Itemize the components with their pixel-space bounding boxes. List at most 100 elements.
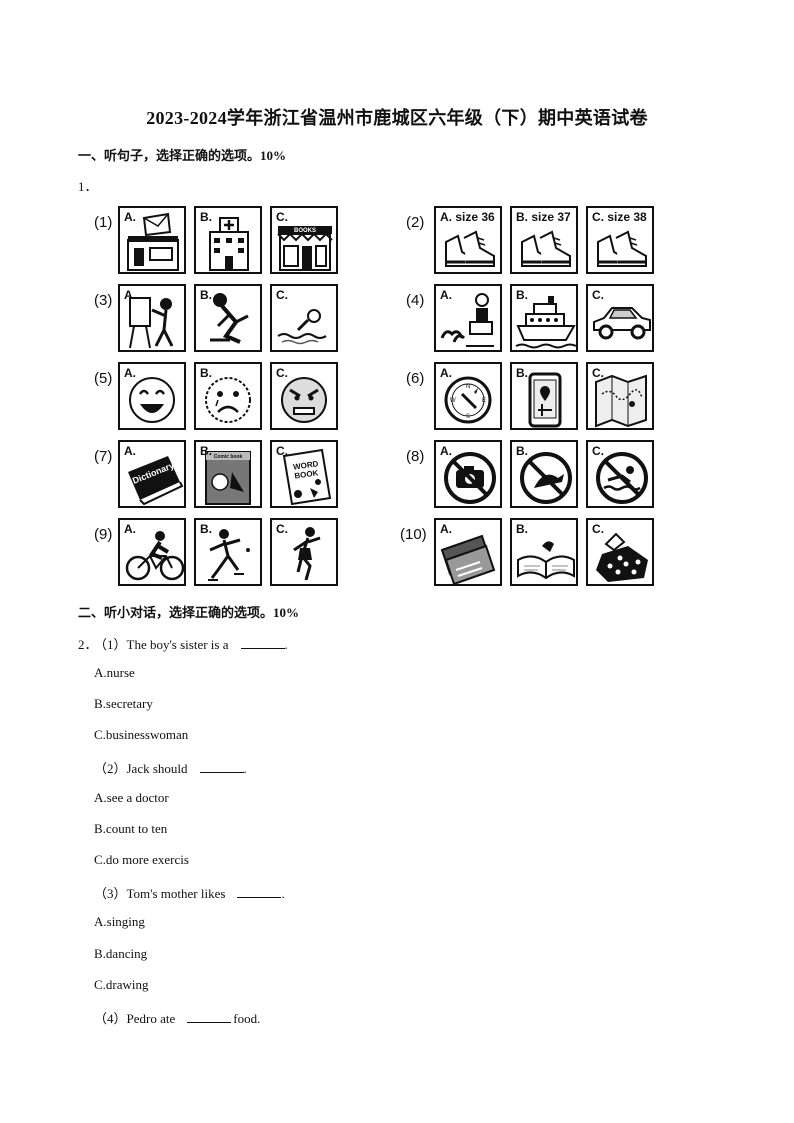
picture-option-b[interactable]: B. — [194, 518, 262, 586]
picture-option-a[interactable]: A. — [434, 284, 502, 352]
option-letter: A. — [124, 288, 136, 302]
picture-option-b[interactable]: B. — [510, 284, 578, 352]
option-letter: B. size 37 — [516, 210, 571, 224]
picture-row-label: (7) — [94, 448, 113, 465]
picture-option-a[interactable]: A. — [118, 284, 186, 352]
dictionary-icon: Dictionary — [128, 456, 184, 506]
svg-text:BOOK: BOOK — [294, 468, 319, 480]
picture-option-b[interactable]: B. — [510, 518, 578, 586]
option-letter: B. — [516, 288, 528, 302]
hospital-icon — [209, 217, 249, 271]
picture-option-b[interactable]: B. — [510, 362, 578, 430]
picture-option-b[interactable]: B. size 37 — [510, 206, 578, 274]
option-letter: B. — [200, 366, 212, 380]
paper-map-icon — [595, 374, 647, 428]
picture-row-label: (10) — [400, 526, 427, 543]
option-letter: C. — [276, 366, 288, 380]
choice-b: B.dancing — [94, 946, 148, 961]
comic-book-icon: Comic book — [205, 451, 251, 505]
picture-option-b[interactable]: B. — [194, 362, 262, 430]
svg-text:N: N — [466, 384, 470, 390]
sneakers-icon — [597, 230, 647, 267]
option-letter: A. — [440, 366, 452, 380]
option-letter: A. — [124, 444, 136, 458]
picture-option-c[interactable]: C. — [586, 440, 654, 508]
picture-row-label: (4) — [406, 292, 425, 309]
picture-option-a[interactable]: A. — [118, 362, 186, 430]
picture-option-a[interactable]: A. — [434, 440, 502, 508]
car-icon — [593, 307, 651, 340]
svg-text:E: E — [482, 398, 486, 404]
option-letter: C. — [592, 444, 604, 458]
cycling-icon — [125, 531, 184, 581]
item1-stem-line: （1）The boy's sister is a. — [94, 637, 288, 652]
dancing-icon — [293, 527, 321, 581]
picture-option-a[interactable]: A. size 36 — [434, 206, 502, 274]
tying-shoes-icon — [210, 293, 249, 344]
option-letter: A. size 36 — [440, 210, 495, 224]
bookshop-icon: BOOKS — [277, 226, 333, 271]
choice-a: A.nurse — [94, 665, 135, 680]
puzzle-icon — [596, 532, 648, 582]
choice-b: B.secretary — [94, 696, 153, 711]
option-letter: C. — [276, 522, 288, 536]
ship-icon — [515, 296, 576, 349]
picture-option-c[interactable]: C. — [586, 518, 654, 586]
option-letter: C. — [592, 288, 604, 302]
picture-option-a[interactable]: N S W E A. — [434, 362, 502, 430]
picture-option-c[interactable]: C. — [586, 284, 654, 352]
sad-face-icon — [205, 377, 251, 423]
picture-option-c[interactable]: C. — [270, 284, 338, 352]
dog-sled-icon — [440, 293, 494, 347]
svg-text:S: S — [466, 414, 470, 420]
option-letter: C. — [592, 366, 604, 380]
item3-stem-line: （3）Tom's mother likes. — [94, 886, 285, 901]
answer-blank[interactable] — [237, 887, 282, 898]
phone-map-icon — [528, 372, 562, 428]
question1-number: 1． — [78, 179, 98, 194]
picture-option-b[interactable]: B. — [510, 440, 578, 508]
section2-heading: 二、听小对话，选择正确的选项。10% — [78, 605, 300, 620]
item3-stem: （3）Tom's mother likes — [94, 886, 226, 901]
option-letter: B. — [200, 210, 212, 224]
answer-blank[interactable] — [187, 1012, 232, 1023]
picture-option-c[interactable]: C. — [270, 362, 338, 430]
item4-stem: （4）Pedro ate — [94, 1011, 176, 1026]
option-letter: A. — [124, 366, 136, 380]
open-book-icon — [517, 541, 575, 580]
picture-option-b[interactable]: B. — [194, 206, 262, 274]
picture-option-c[interactable]: C. size 38 — [586, 206, 654, 274]
picture-option-a[interactable]: A. — [118, 518, 186, 586]
svg-text:W: W — [450, 398, 456, 404]
option-letter: C. size 38 — [592, 210, 647, 224]
answer-blank[interactable] — [240, 638, 285, 649]
option-letter: B. — [516, 444, 528, 458]
answer-blank[interactable] — [199, 762, 244, 773]
picture-row-label: (9) — [94, 526, 113, 543]
picture-option-c[interactable]: C. — [586, 362, 654, 430]
picture-row-label: (6) — [406, 370, 425, 387]
option-letter: A. — [124, 210, 136, 224]
sneakers-icon — [445, 230, 495, 267]
svg-text:WORD: WORD — [293, 459, 320, 471]
picture-option-a[interactable]: A. — [118, 206, 186, 274]
picture-row-label: (5) — [94, 370, 113, 387]
option-letter: C. — [276, 444, 288, 458]
picture-option-b[interactable]: B. — [194, 284, 262, 352]
choice-c: C.businesswoman — [94, 727, 189, 742]
picture-option-c[interactable]: C. — [270, 518, 338, 586]
item2-stem-line: （2）Jack should. — [94, 761, 247, 776]
option-letter: B. — [200, 288, 212, 302]
picture-option-a[interactable]: A. — [434, 518, 502, 586]
item2-stem: （2）Jack should — [94, 761, 188, 776]
sneakers-icon — [521, 230, 571, 267]
option-letter: A. — [440, 444, 452, 458]
happy-face-icon — [129, 377, 175, 423]
